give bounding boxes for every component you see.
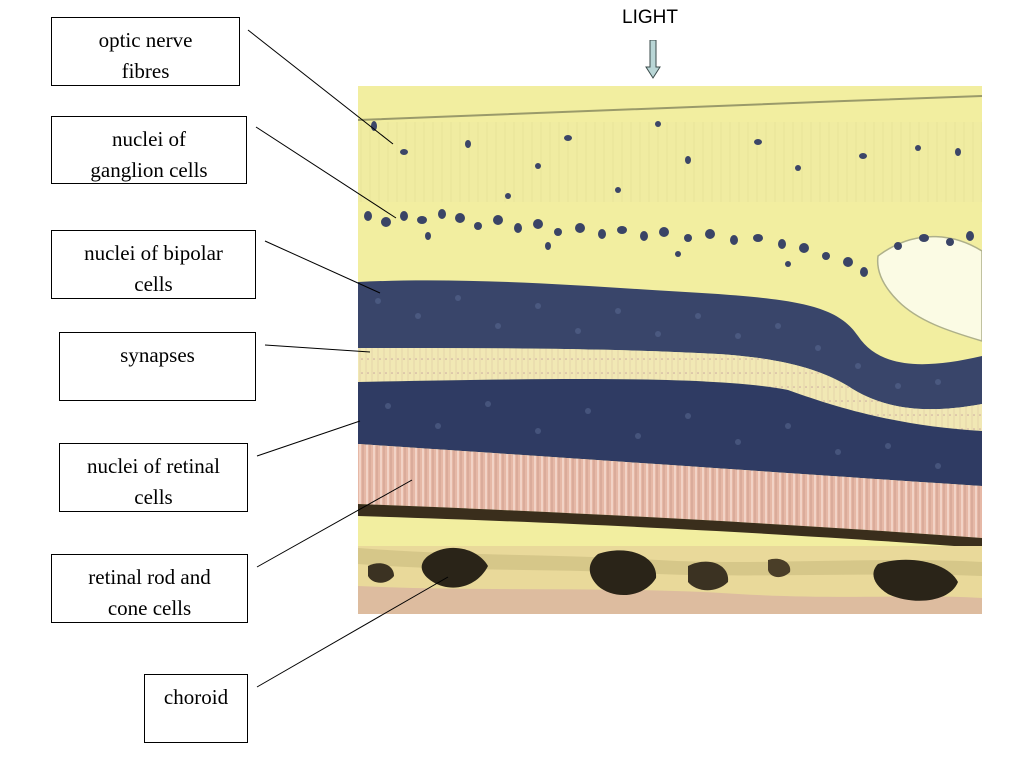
leader-synapses <box>264 344 371 353</box>
pigment-epithelium <box>358 504 982 548</box>
leader-choroid <box>256 576 449 688</box>
choroid-pigment <box>421 547 488 588</box>
fibre-layer-nuclei <box>371 121 961 199</box>
ganglion-nuclei <box>364 209 974 277</box>
nuclear-layer-texture <box>375 295 941 469</box>
leader-rod-cone-cells <box>256 479 413 568</box>
label-synapses: synapses <box>59 332 256 401</box>
inner-membrane <box>358 95 982 121</box>
leader-retinal-cells <box>256 420 361 457</box>
rod-cone-layer <box>358 444 982 538</box>
vessel-lumen <box>876 235 982 342</box>
leader-optic-nerve-fibres <box>247 29 394 145</box>
outer-plexiform-layer <box>358 348 982 431</box>
label-choroid: choroid <box>144 674 248 743</box>
nerve-fibre-layer <box>358 122 982 202</box>
leader-ganglion-cells <box>255 126 397 219</box>
leader-bipolar-cells <box>264 240 381 294</box>
light-label: LIGHT <box>622 7 678 28</box>
light-arrow-icon <box>645 40 661 79</box>
inner-nuclear-layer <box>358 280 982 410</box>
outer-nuclear-layer <box>358 379 982 486</box>
retina-micrograph <box>358 86 982 614</box>
